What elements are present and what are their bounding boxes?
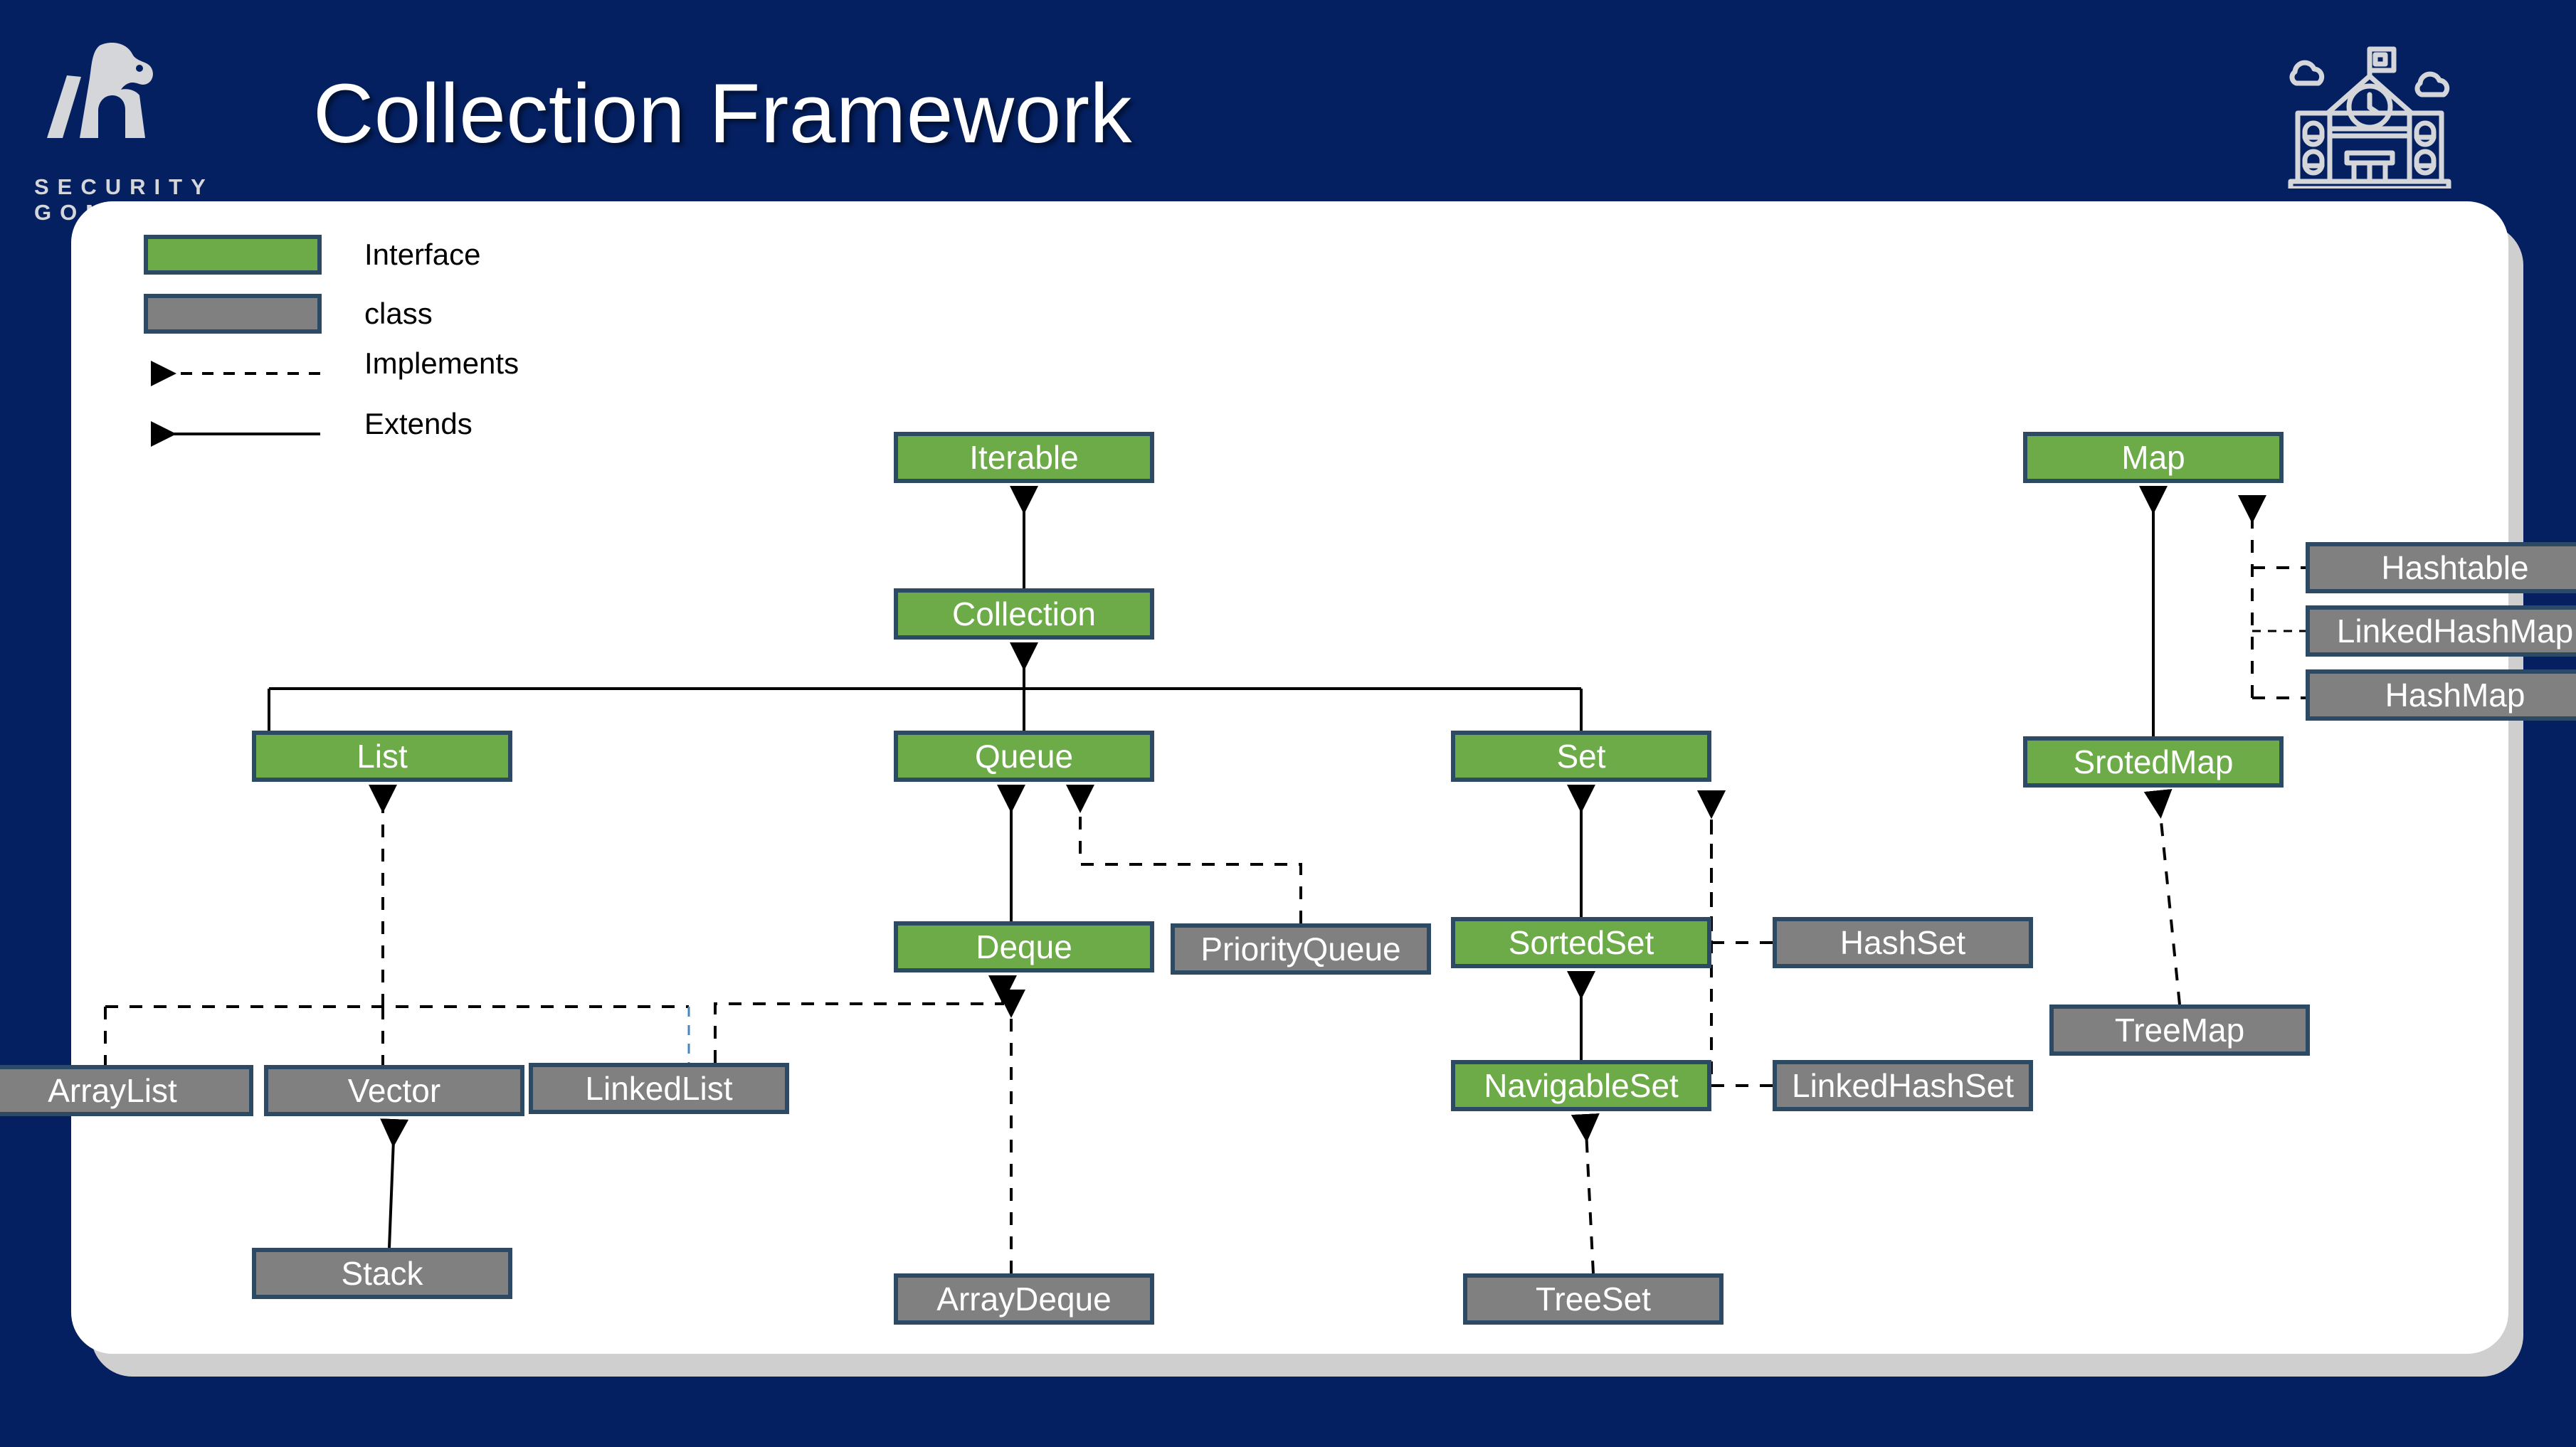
node-set[interactable]: Set xyxy=(1451,731,1711,782)
edge-hashset-set xyxy=(1697,790,1773,944)
node-srotedmap[interactable]: SrotedMap xyxy=(2023,736,2284,788)
edge-priorityqueue-queue xyxy=(1066,785,1302,923)
edge-treeset-navigableset xyxy=(1571,1113,1600,1274)
legend-swatch-interface xyxy=(144,235,322,275)
legend-item-implements: Implements xyxy=(144,346,519,388)
school-building-icon xyxy=(2281,39,2459,191)
legend-item-interface: Interface xyxy=(144,235,480,275)
node-linkedhashmap[interactable]: LinkedHashMap xyxy=(2306,605,2576,657)
page-title: Collection Framework xyxy=(313,67,1132,161)
panther-logo-icon xyxy=(47,43,153,138)
node-hashmap[interactable]: HashMap xyxy=(2306,669,2576,721)
edge-stack-vector xyxy=(380,1118,409,1249)
legend-swatch-class xyxy=(144,294,322,334)
node-sortedset[interactable]: SortedSet xyxy=(1451,917,1711,968)
node-deque[interactable]: Deque xyxy=(894,921,1154,972)
node-linkedhashset[interactable]: LinkedHashSet xyxy=(1773,1060,2033,1111)
node-list[interactable]: List xyxy=(252,731,512,782)
legend-arrow-solid-icon xyxy=(144,420,322,448)
node-arraydeque[interactable]: ArrayDeque xyxy=(894,1273,1154,1325)
node-treemap[interactable]: TreeMap xyxy=(2049,1005,2310,1056)
node-iterable[interactable]: Iterable xyxy=(894,432,1154,483)
node-arraylist[interactable]: ArrayList xyxy=(0,1065,253,1116)
node-hashset[interactable]: HashSet xyxy=(1773,917,2033,968)
node-treeset[interactable]: TreeSet xyxy=(1463,1273,1724,1325)
node-vector[interactable]: Vector xyxy=(264,1065,524,1116)
legend-label-extends: Extends xyxy=(364,407,473,440)
legend-item-extends: Extends xyxy=(144,407,473,448)
node-hashtable[interactable]: Hashtable xyxy=(2306,542,2576,593)
node-collection[interactable]: Collection xyxy=(894,588,1154,640)
node-navigableset[interactable]: NavigableSet xyxy=(1451,1060,1711,1111)
node-map[interactable]: Map xyxy=(2023,432,2284,483)
node-linkedlist[interactable]: LinkedList xyxy=(529,1063,789,1114)
edge-linkedlist-deque xyxy=(714,975,1017,1063)
legend-label-class: class xyxy=(364,297,433,330)
node-queue[interactable]: Queue xyxy=(894,731,1154,782)
legend-arrow-dashed-icon xyxy=(144,359,322,388)
node-stack[interactable]: Stack xyxy=(252,1248,512,1299)
legend-item-class: class xyxy=(144,294,433,334)
node-priorityqueue[interactable]: PriorityQueue xyxy=(1171,923,1431,975)
legend-label-interface: Interface xyxy=(364,238,481,271)
edge-treemap-srotedmap xyxy=(2143,789,2181,1005)
edge-linkedhashset-set xyxy=(1697,790,1773,1087)
legend-label-implements: Implements xyxy=(364,346,519,380)
